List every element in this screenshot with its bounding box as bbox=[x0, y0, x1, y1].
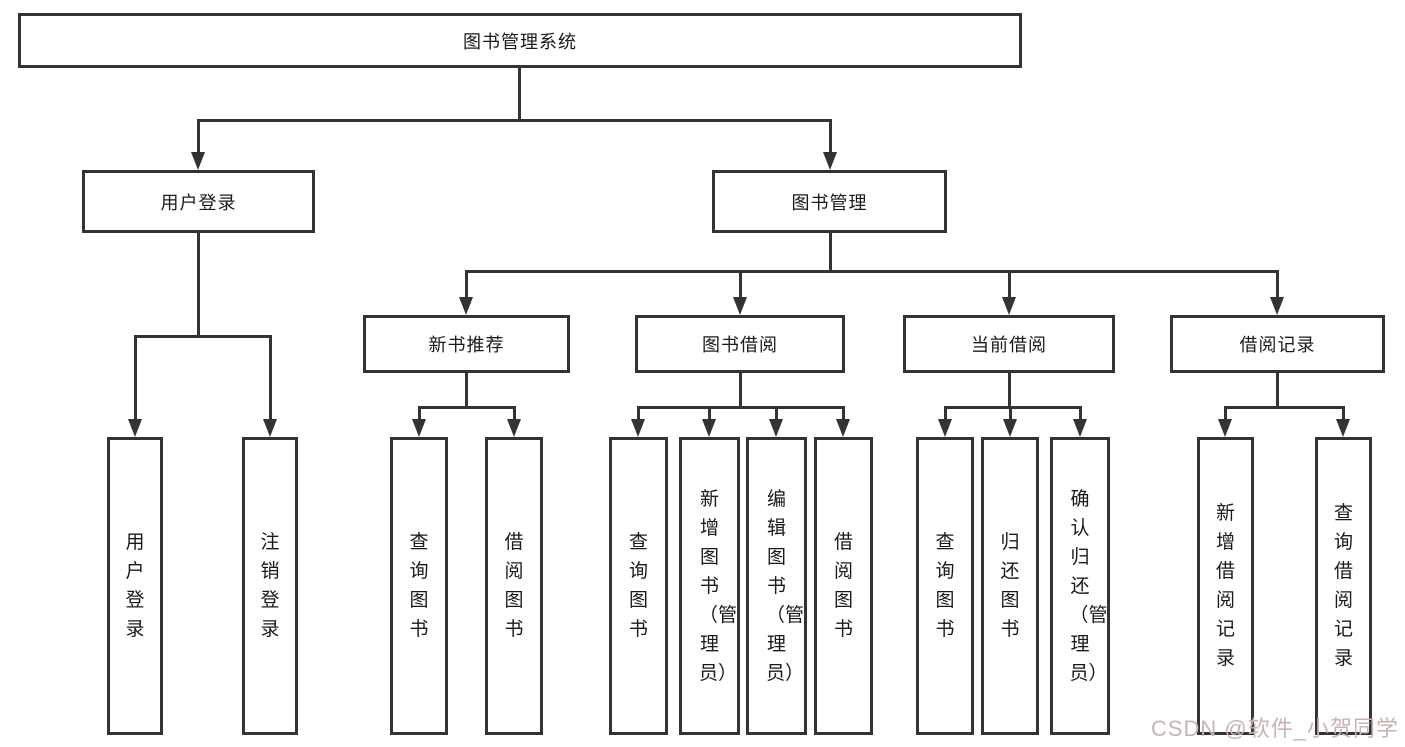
arrowhead-icon bbox=[631, 419, 645, 437]
arrowhead-icon bbox=[1218, 419, 1232, 437]
leaf-query-books: 查询图书 bbox=[609, 437, 668, 735]
connector-drop bbox=[1224, 406, 1227, 422]
connector-new-books-stem bbox=[465, 371, 468, 408]
node-current-borrow: 当前借阅 bbox=[903, 315, 1115, 373]
connector-book-borrow-rail bbox=[637, 406, 845, 409]
connector-user-login-rail bbox=[134, 335, 272, 338]
connector-current-borrow-stem bbox=[1008, 371, 1011, 408]
arrowhead-icon bbox=[836, 419, 850, 437]
leaf-logout: 注销登录 bbox=[242, 437, 298, 735]
leaf-label: 注销登录 bbox=[260, 532, 280, 640]
node-user-login: 用户登录 bbox=[82, 170, 315, 233]
leaf-return-books: 归还图书 bbox=[981, 437, 1039, 735]
node-book-mgmt: 图书管理 bbox=[712, 170, 947, 233]
leaf-label: 查询借阅记录 bbox=[1333, 503, 1353, 669]
connector-borrow-records-stem bbox=[1276, 371, 1279, 408]
arrowhead-icon bbox=[1002, 297, 1016, 315]
connector-drop bbox=[1008, 270, 1011, 300]
node-book-borrow: 图书借阅 bbox=[635, 315, 845, 373]
connector-drop bbox=[418, 406, 421, 422]
leaf-label: 用户登录 bbox=[125, 532, 145, 640]
connector-level1-rail bbox=[197, 119, 832, 122]
connector-root-stem bbox=[518, 66, 521, 121]
connector-drop bbox=[739, 270, 742, 300]
leaf-query-books: 查询图书 bbox=[916, 437, 974, 735]
arrowhead-icon bbox=[769, 419, 783, 437]
leaf-borrow-books: 借阅图书 bbox=[485, 437, 543, 735]
connector-level2-rail bbox=[465, 270, 1279, 273]
arrowhead-icon bbox=[1003, 419, 1017, 437]
arrowhead-icon bbox=[1270, 297, 1284, 315]
connector-drop bbox=[134, 335, 137, 423]
leaf-add-books-admin: 新增图书（管理员） bbox=[679, 437, 740, 735]
leaf-label: 确认归还（管理员） bbox=[1069, 488, 1108, 684]
connector-drop-user-login bbox=[197, 119, 200, 155]
arrowhead-icon bbox=[938, 419, 952, 437]
connector-drop bbox=[1009, 406, 1012, 422]
node-label: 新书推荐 bbox=[428, 335, 505, 355]
connector-drop bbox=[465, 270, 468, 300]
connector-user-login-stem bbox=[197, 231, 200, 337]
leaf-label: 查询图书 bbox=[409, 532, 429, 640]
node-new-books: 新书推荐 bbox=[363, 315, 570, 373]
arrowhead-icon bbox=[702, 419, 716, 437]
leaf-label: 借阅图书 bbox=[833, 532, 853, 640]
leaf-label: 新增借阅记录 bbox=[1215, 503, 1235, 669]
leaf-label: 编辑图书（管理员） bbox=[766, 488, 805, 684]
arrowhead-icon bbox=[459, 297, 473, 315]
node-label: 图书借阅 bbox=[702, 335, 778, 355]
connector-drop bbox=[1276, 270, 1279, 300]
connector-drop bbox=[269, 335, 272, 423]
connector-drop bbox=[1079, 406, 1082, 422]
connector-drop bbox=[513, 406, 516, 422]
connector-drop bbox=[775, 406, 778, 422]
leaf-query-books: 查询图书 bbox=[390, 437, 448, 735]
node-label: 图书管理 bbox=[791, 192, 868, 213]
connector-drop bbox=[944, 406, 947, 422]
connector-book-mgmt-stem bbox=[829, 231, 832, 272]
leaf-label: 借阅图书 bbox=[504, 532, 524, 640]
node-label: 借阅记录 bbox=[1239, 335, 1316, 355]
connector-new-books-rail bbox=[418, 406, 516, 409]
arrowhead-icon bbox=[507, 419, 521, 437]
arrowhead-icon bbox=[1336, 419, 1350, 437]
connector-drop bbox=[637, 406, 640, 422]
arrowhead-icon bbox=[191, 152, 205, 170]
leaf-user-login: 用户登录 bbox=[107, 437, 163, 735]
arrowhead-icon bbox=[1073, 419, 1087, 437]
arrowhead-icon bbox=[733, 297, 747, 315]
leaf-label: 查询图书 bbox=[628, 532, 648, 640]
node-label: 用户登录 bbox=[160, 192, 237, 213]
connector-current-borrow-rail bbox=[944, 406, 1082, 409]
leaf-add-borrow-record: 新增借阅记录 bbox=[1197, 437, 1254, 735]
leaf-edit-books-admin: 编辑图书（管理员） bbox=[746, 437, 807, 735]
arrowhead-icon bbox=[128, 419, 142, 437]
leaf-label: 归还图书 bbox=[1000, 532, 1020, 640]
leaf-label: 查询图书 bbox=[935, 532, 955, 640]
leaf-confirm-return-admin: 确认归还（管理员） bbox=[1050, 437, 1110, 735]
node-root-library-system: 图书管理系统 bbox=[18, 13, 1022, 68]
arrowhead-icon bbox=[412, 419, 426, 437]
connector-drop-book-mgmt bbox=[829, 119, 832, 155]
node-borrow-records: 借阅记录 bbox=[1170, 315, 1385, 373]
node-label: 图书管理系统 bbox=[463, 31, 577, 52]
connector-borrow-records-rail bbox=[1224, 406, 1345, 409]
connector-book-borrow-stem bbox=[739, 371, 742, 408]
arrowhead-icon bbox=[823, 152, 837, 170]
arrowhead-icon bbox=[263, 419, 277, 437]
leaf-label: 新增图书（管理员） bbox=[699, 488, 738, 684]
connector-drop bbox=[1342, 406, 1345, 422]
leaf-borrow-books: 借阅图书 bbox=[814, 437, 873, 735]
node-label: 当前借阅 bbox=[971, 335, 1047, 355]
leaf-query-borrow-record: 查询借阅记录 bbox=[1315, 437, 1372, 735]
connector-drop bbox=[708, 406, 711, 422]
connector-drop bbox=[842, 406, 845, 422]
